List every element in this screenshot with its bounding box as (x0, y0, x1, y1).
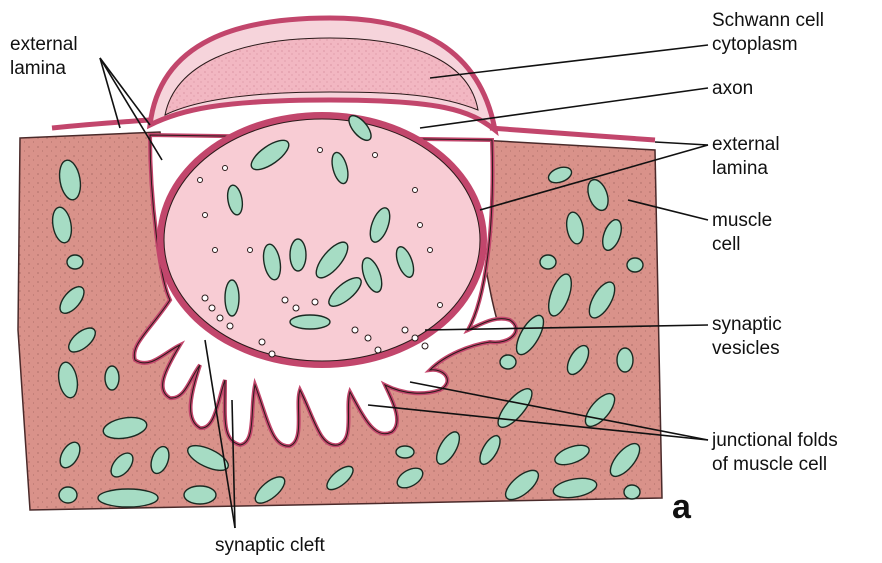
label-schwann: Schwann cell (712, 10, 824, 31)
vesicle-icon (269, 351, 275, 357)
vesicle-icon (213, 248, 218, 253)
vesicle-icon (248, 248, 253, 253)
mitochondrion-icon (624, 485, 640, 499)
vesicle-icon (418, 223, 423, 228)
mitochondrion-icon (59, 487, 77, 503)
vesicle-icon (223, 166, 228, 171)
label-external-lamina-right-2: lamina (712, 158, 768, 179)
mitochondrion-icon (105, 366, 119, 390)
mitochondrion-icon (290, 315, 330, 329)
label-schwann-2: cytoplasm (712, 34, 798, 55)
label-synaptic-cleft: synaptic cleft (215, 535, 326, 556)
vesicle-icon (422, 343, 428, 349)
label-axon: axon (712, 78, 753, 99)
vesicle-icon (438, 303, 443, 308)
vesicle-icon (352, 327, 358, 333)
mitochondrion-icon (627, 258, 643, 272)
label-synaptic-vesicles-2: vesicles (712, 338, 780, 359)
mitochondrion-icon (396, 446, 414, 458)
mitochondrion-icon (67, 255, 83, 269)
vesicle-icon (413, 188, 418, 193)
vesicle-icon (402, 327, 408, 333)
vesicle-icon (375, 347, 381, 353)
label-muscle: muscle (712, 210, 772, 231)
vesicle-icon (318, 148, 323, 153)
vesicle-icon (293, 305, 299, 311)
vesicle-icon (217, 315, 223, 321)
mitochondrion-icon (500, 355, 516, 369)
vesicle-icon (209, 305, 215, 311)
vesicle-icon (202, 295, 208, 301)
vesicle-icon (412, 335, 418, 341)
vesicle-icon (282, 297, 288, 303)
mitochondrion-icon (98, 489, 158, 507)
mitochondrion-icon (290, 239, 306, 271)
label-external-lamina-left-2: lamina (10, 58, 66, 79)
mitochondrion-icon (617, 348, 633, 372)
label-muscle-2: cell (712, 234, 741, 255)
panel-label: a (672, 488, 692, 526)
vesicle-icon (203, 213, 208, 218)
label-junctional-folds: junctional folds (711, 430, 838, 451)
vesicle-icon (198, 178, 203, 183)
label-synaptic-vesicles: synaptic (712, 314, 782, 335)
mitochondrion-icon (225, 280, 239, 316)
mitochondrion-icon (540, 255, 556, 269)
vesicle-icon (373, 153, 378, 158)
vesicle-icon (227, 323, 233, 329)
vesicle-icon (312, 299, 318, 305)
vesicle-icon (428, 248, 433, 253)
label-external-lamina-left: external (10, 34, 78, 55)
label-external-lamina-right: external (712, 134, 780, 155)
label-junctional-folds-2: of muscle cell (712, 454, 827, 475)
vesicle-icon (365, 335, 371, 341)
vesicle-icon (259, 339, 265, 345)
mitochondrion-icon (184, 486, 216, 504)
